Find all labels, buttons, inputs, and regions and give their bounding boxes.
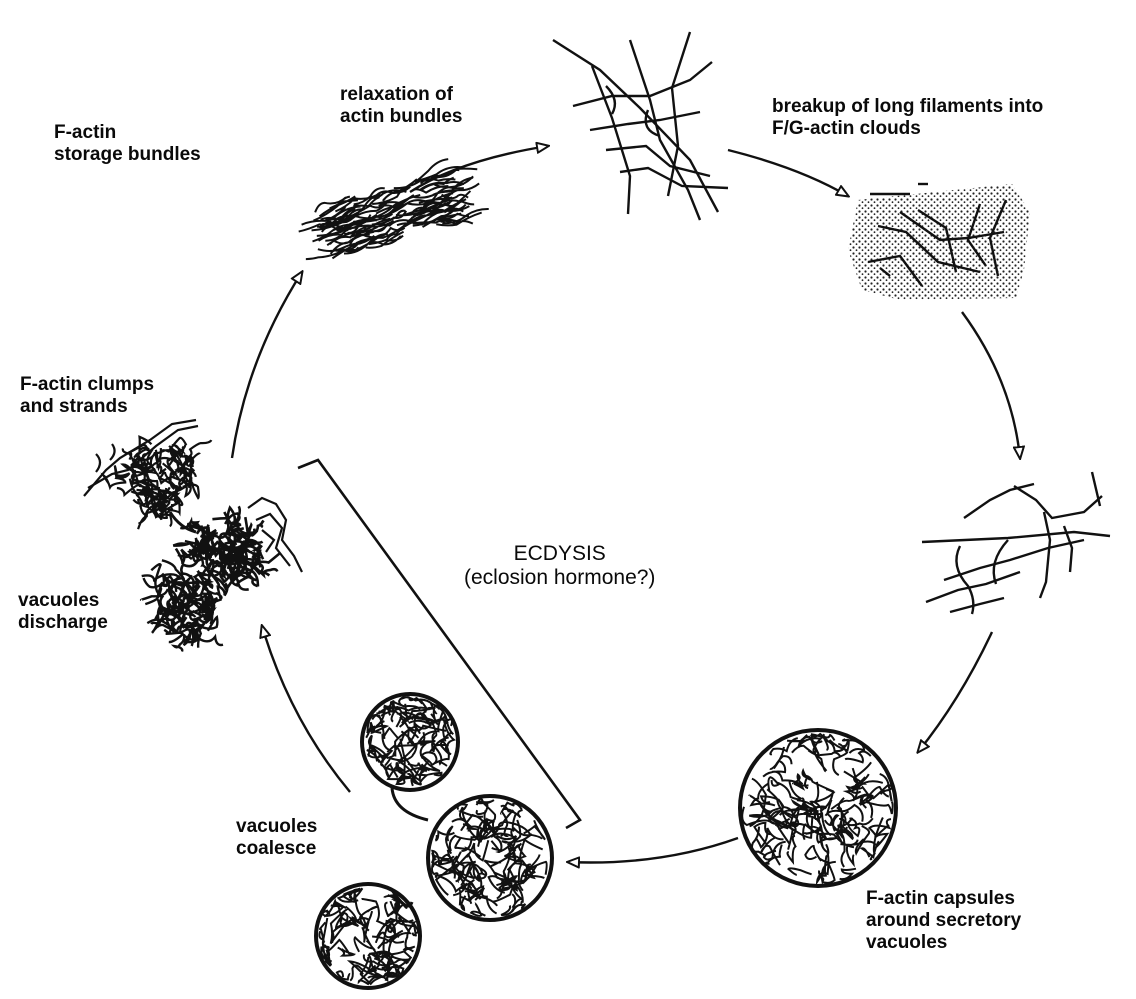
label-line: vacuoles [18, 590, 108, 612]
label-line: vacuoles [866, 932, 1021, 954]
label-line: coalesce [236, 838, 317, 860]
arrow-coalesce-to-discharge [262, 626, 350, 792]
storage-bundle-illustration [290, 140, 493, 290]
arrow-relaxation-to-breakup [728, 150, 848, 196]
actin-clump-top [103, 437, 211, 529]
arrow-breakup-to-network [962, 312, 1020, 458]
label-line: actin bundles [340, 106, 462, 128]
label-line: F/G-actin clouds [772, 118, 1043, 140]
actin-clump-bottom [141, 560, 223, 651]
label-line: around secretory [866, 910, 1021, 932]
label-line: discharge [18, 612, 108, 634]
label-coalesce: vacuoles coalesce [236, 816, 317, 860]
arrow-clumps-to-bundles [232, 272, 302, 458]
label-line: and strands [20, 396, 154, 418]
label-storage-bundles: F-actin storage bundles [54, 122, 201, 166]
arrow-network-to-capsule [918, 632, 992, 752]
label-line: F-actin [54, 122, 201, 144]
actin-cloud-illustration [848, 184, 1030, 300]
arrow-capsule-to-coalesce [568, 838, 738, 863]
ecdysis-subtitle: (eclosion hormone?) [464, 566, 655, 590]
label-line: F-actin capsules [866, 888, 1021, 910]
capsule-network-illustration [922, 472, 1110, 614]
label-line: F-actin clumps [20, 374, 154, 396]
vacuole-connector [392, 788, 428, 906]
relaxed-filaments-illustration [553, 32, 728, 220]
label-discharge: vacuoles discharge [18, 590, 108, 634]
capsule-vacuole [740, 730, 896, 886]
label-line: breakup of long filaments into [772, 96, 1043, 118]
ecdysis-title: ECDYSIS [464, 542, 655, 566]
label-ecdysis: ECDYSIS (eclosion hormone?) [464, 542, 655, 590]
label-line: vacuoles [236, 816, 317, 838]
label-line: storage bundles [54, 144, 201, 166]
label-line: relaxation of [340, 84, 462, 106]
coalesce-vacuole-top [362, 694, 458, 790]
label-relaxation: relaxation of actin bundles [340, 84, 462, 128]
coalesce-vacuole-middle [428, 796, 552, 920]
label-breakup: breakup of long filaments into F/G-actin… [772, 96, 1043, 140]
coalesce-vacuole-bottom [316, 884, 420, 988]
label-clumps: F-actin clumps and strands [20, 374, 154, 418]
label-capsules: F-actin capsules around secretory vacuol… [866, 888, 1021, 954]
